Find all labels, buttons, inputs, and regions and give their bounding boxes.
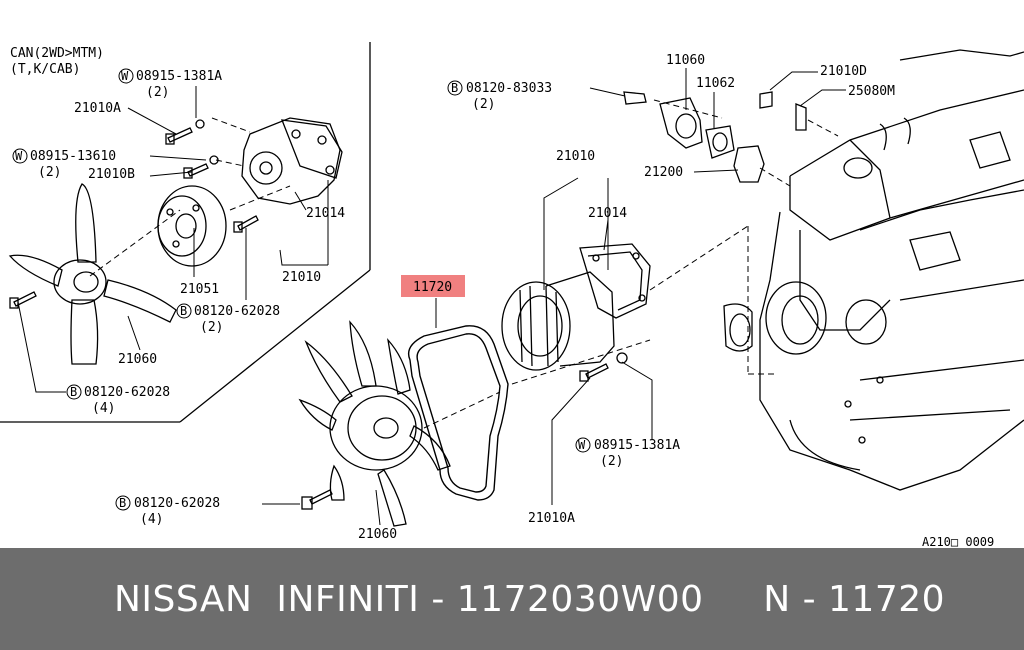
label-b-08120-62028-inset2: 08120-62028 [84, 385, 170, 400]
svg-text:W: W [15, 149, 23, 163]
parts-diagram: CAN(2WD>MTM) (T,K/CAB) W 08915-1381A (2)… [0, 42, 1024, 548]
label-21060-inset: 21060 [118, 352, 157, 367]
leader-lines [17, 68, 846, 526]
svg-text:W: W [578, 438, 586, 452]
label-b-08120-62028-main: 08120-62028 [134, 496, 220, 511]
marker-w-top: W [118, 68, 134, 84]
marker-b-inset1: B [176, 303, 192, 319]
footer-bar: NISSAN INFINITI - 1172030W00 N - 11720 [0, 548, 1024, 650]
inset-pulley [157, 185, 227, 267]
ref-code: A210□ 0009 [922, 535, 994, 548]
svg-text:B: B [180, 304, 187, 318]
label-21010-main: 21010 [556, 149, 595, 164]
label-b-08120-62028-inset1: 08120-62028 [194, 304, 280, 319]
label-21010-inset: 21010 [282, 270, 321, 285]
main-water-pump [501, 243, 651, 382]
label-21200: 21200 [644, 165, 683, 180]
marker-b-main: B [115, 495, 131, 511]
thermostat-parts [623, 91, 807, 183]
label-qty-4-a: (4) [92, 401, 115, 416]
highlight-11720[interactable]: 11720 [401, 275, 465, 297]
part-number-caption: NISSAN INFINITI - 1172030W00 N - 11720 [114, 578, 946, 620]
label-21051: 21051 [180, 282, 219, 297]
label-qty-2-c: (2) [200, 320, 223, 335]
svg-text:B: B [451, 81, 458, 95]
label-21010d: 21010D [820, 64, 867, 79]
label-21014-inset: 21014 [306, 206, 345, 221]
marker-w-mid: W [12, 148, 28, 164]
inset-bolts [9, 119, 259, 309]
label-w-08915-13610: 08915-13610 [30, 149, 116, 164]
marker-w-main: W [575, 437, 591, 453]
label-11062: 11062 [696, 76, 735, 91]
svg-text:B: B [70, 385, 77, 399]
marker-b-inset2: B [66, 384, 82, 400]
svg-text:B: B [119, 496, 126, 510]
label-11060: 11060 [666, 53, 705, 68]
label-qty-2-e: (2) [600, 454, 623, 469]
marker-b-83033: B [447, 80, 463, 96]
label-qty-2-a: (2) [146, 85, 169, 100]
inset-fan [8, 183, 177, 365]
label-21010b: 21010B [88, 167, 135, 182]
drive-belt [407, 325, 509, 501]
label-qty-2-b: (2) [38, 165, 61, 180]
svg-text:W: W [121, 69, 129, 83]
inset-water-pump [241, 117, 343, 205]
inset-header-line2: (T,K/CAB) [10, 62, 80, 77]
main-fan [298, 320, 451, 527]
engine-block [723, 49, 1024, 491]
label-21010a-top: 21010A [74, 101, 121, 116]
inset-frame [0, 42, 371, 423]
svg-text:11720: 11720 [413, 280, 452, 295]
label-w-08915-1381a-main: 08915-1381A [594, 438, 680, 453]
label-w-08915-1381a-top: 08915-1381A [136, 69, 222, 84]
label-b-08120-83033: 08120-83033 [466, 81, 552, 96]
label-25080m: 25080M [848, 84, 895, 99]
inset-header-line1: CAN(2WD>MTM) [10, 46, 104, 61]
label-qty-4-b: (4) [140, 512, 163, 527]
main-bolt [301, 489, 333, 510]
label-21010a-main: 21010A [528, 511, 575, 526]
label-21060-main: 21060 [358, 527, 397, 542]
label-qty-2-d: (2) [472, 97, 495, 112]
